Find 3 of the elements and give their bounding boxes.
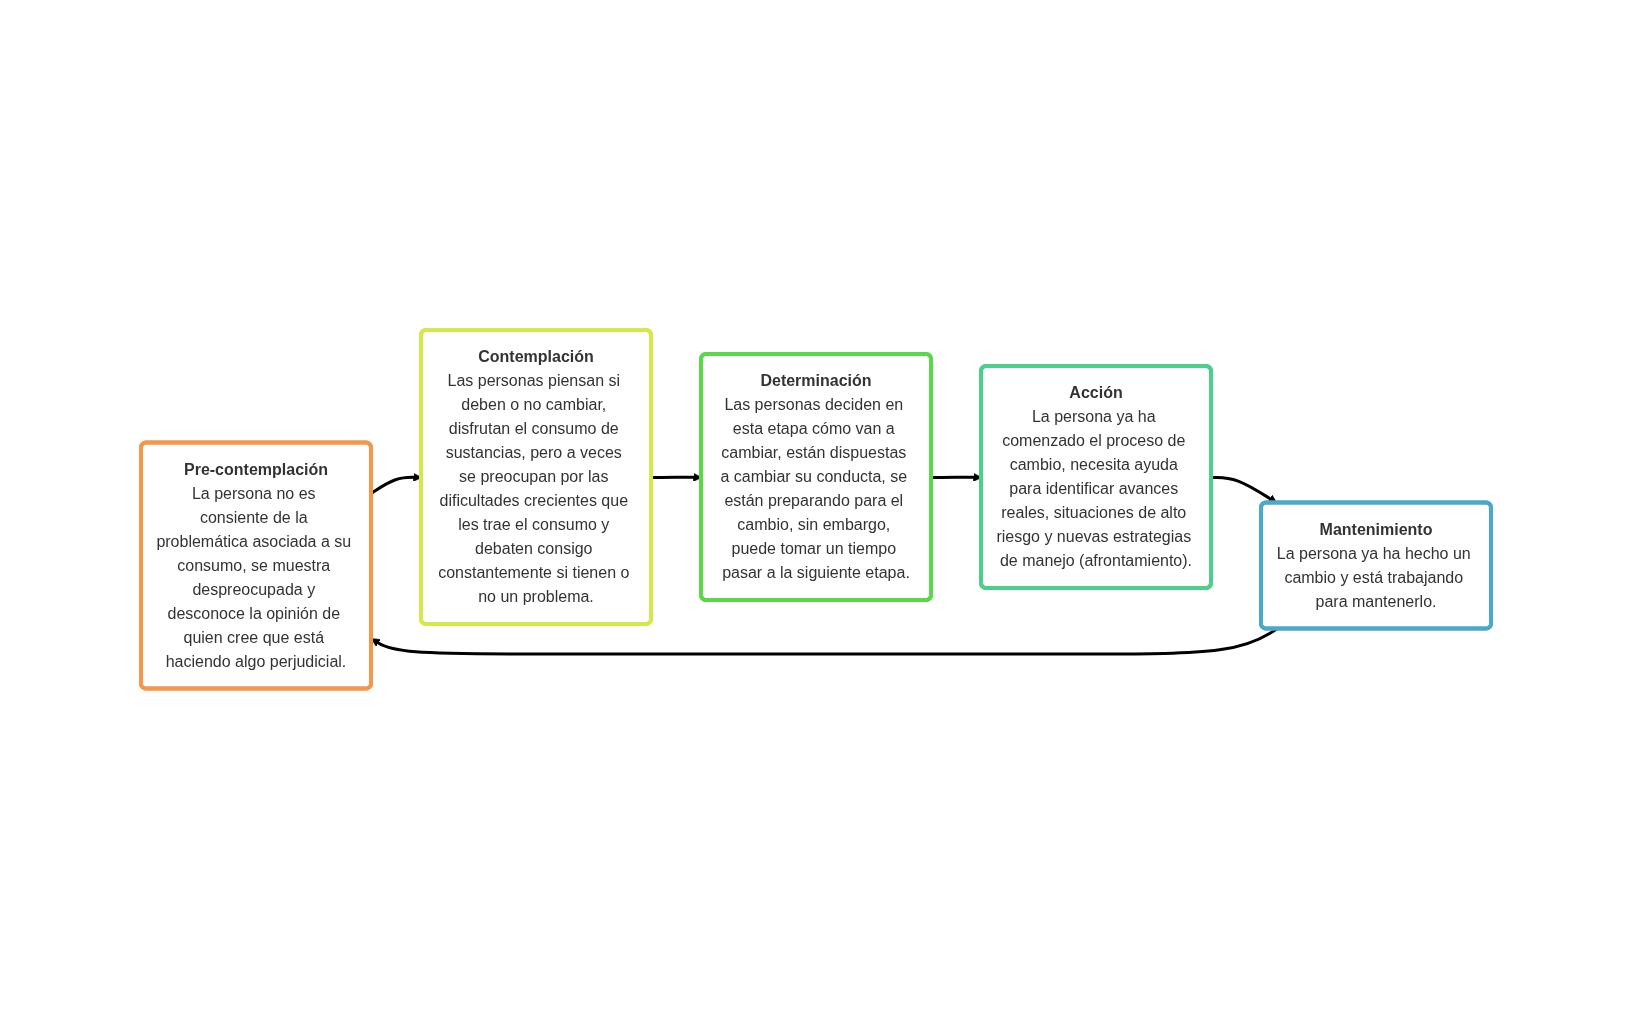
node-text: Determinación Las personas deciden en esta etapa cómo van a cambiar, están dispuestas a cambiar su conducta, se están preparando para el cambio, sin embargo, puede tomar un tiempo pasar a la siguiente etapa. bbox=[719, 371, 910, 581]
node-text: Acción La persona ya ha comenzado el proceso de cambio, necesita ayuda para identificar avances reales, situaciones de alto riesgo y nuevas estrategias de manejo (afrontamiento). bbox=[995, 383, 1192, 569]
node-text: Contemplación Las personas piensan si deben o no cambiar, disfrutan el consumo de sustancias, pero a veces se preocupan por las dificultades crecientes que les trae el consumo y debaten consigo constantemente si tienen o no un problema. bbox=[437, 347, 629, 605]
